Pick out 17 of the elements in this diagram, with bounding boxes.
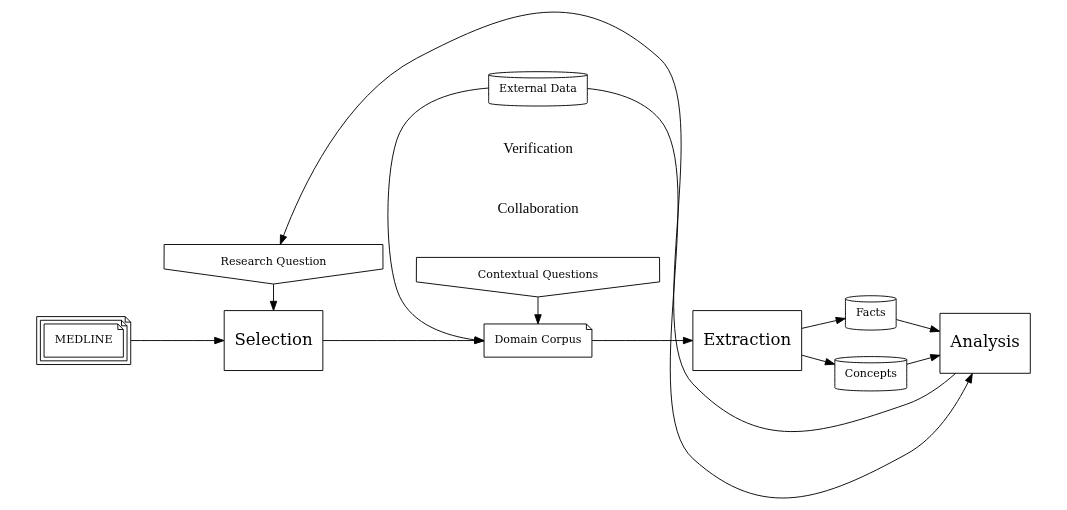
node-box: Selection [223,310,324,371]
arrow [387,87,490,344]
arrow [130,336,225,345]
arrow [587,88,973,499]
arrow [801,354,836,366]
node-box: Extraction [692,310,803,371]
arrow [269,283,278,311]
arrow [322,336,485,345]
label: Verification [503,140,573,157]
arrow [534,296,542,325]
arrow [591,336,694,345]
arrow [279,11,956,433]
arrow [895,319,941,333]
node-box: Analysis [939,312,1031,374]
arrow [906,354,941,365]
label: Collaboration [497,200,579,217]
arrow [801,316,846,329]
